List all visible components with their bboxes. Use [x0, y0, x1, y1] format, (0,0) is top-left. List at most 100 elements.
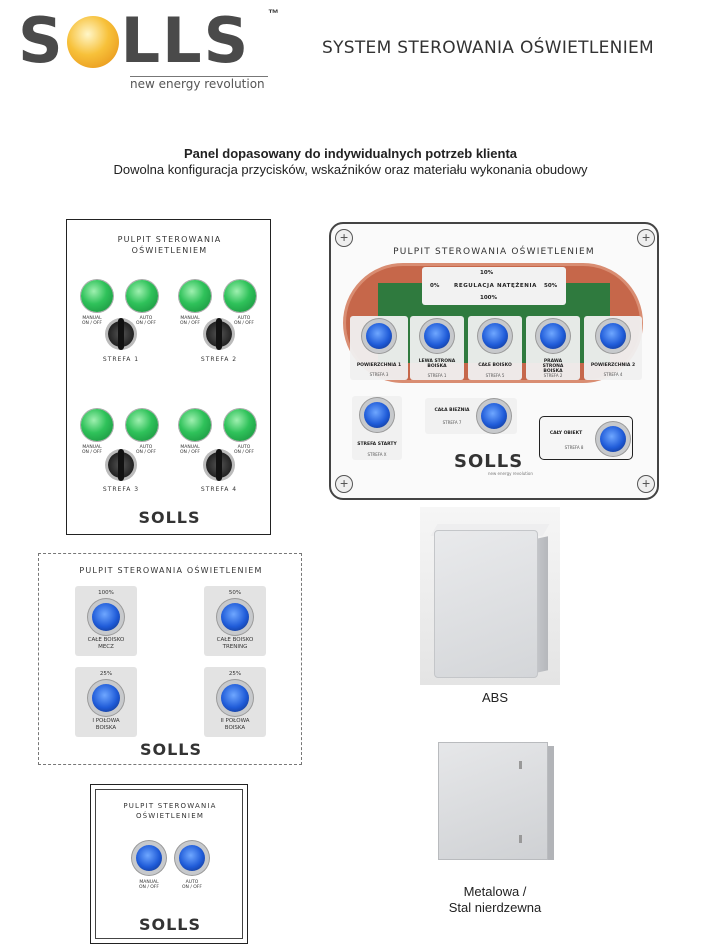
panel2-title: PULPIT STEROWANIA OŚWIETLENIEM — [393, 247, 595, 257]
tile-50[interactable]: 50% CAŁE BOISKO TRENING — [204, 586, 266, 656]
tile-zone: STREFA 7 — [442, 420, 462, 425]
auto-lamp-zone3[interactable] — [126, 409, 158, 441]
panel-intensity: PULPIT STEROWANIA OŚWIETLENIEM 100% CAŁE… — [38, 553, 302, 765]
regulation-100: 100% — [480, 295, 497, 301]
logo-divider — [130, 76, 268, 77]
tile-zone: STREFA 2 — [543, 373, 563, 378]
blue-button[interactable] — [424, 323, 450, 349]
regulation-label: REGULACJA NATĘŻENIA — [454, 283, 537, 289]
auto-label: AUTO ON / OFF — [233, 316, 254, 326]
blue-button[interactable] — [221, 603, 249, 631]
metal-enclosure — [438, 742, 548, 860]
auto-button[interactable] — [179, 845, 205, 871]
blue-button[interactable] — [600, 426, 626, 452]
tile-label: CAŁE BOISKO — [87, 637, 125, 643]
panel2-logo: SOLLS — [454, 451, 524, 472]
selector-knob-zone3[interactable] — [108, 449, 134, 481]
metal-enclosure-side — [546, 746, 554, 860]
regulation-50: 50% — [544, 283, 558, 289]
blue-button[interactable] — [92, 684, 120, 712]
screw-icon — [335, 229, 353, 247]
tile-caly-obiekt[interactable]: CAŁY OBIEKT STREFA 8 — [539, 416, 633, 460]
tile-label: CAŁA BIEŻNIA — [434, 408, 470, 413]
tile-label: POWIERZCHNIA 1 — [356, 363, 402, 368]
blue-button[interactable] — [600, 323, 626, 349]
tile-zone: STREFA X — [367, 452, 387, 457]
blue-button[interactable] — [482, 323, 508, 349]
tile-zone: STREFA 4 — [603, 372, 623, 377]
manual-label: MANUAL ON / OFF — [81, 445, 102, 455]
manual-lamp-zone1[interactable] — [81, 280, 113, 312]
manual-lamp-zone2[interactable] — [179, 280, 211, 312]
manual-label: MANUAL ON / OFF — [81, 316, 102, 326]
regulation-10: 10% — [480, 270, 494, 276]
tile-zone: STREFA 5 — [485, 373, 505, 378]
tile-label: CAŁY OBIEKT — [549, 431, 583, 436]
panel-four-zones: PULPIT STEROWANIA OŚWIETLENIEM MANUAL ON… — [66, 219, 271, 535]
manual-label: MANUAL ON / OFF — [138, 880, 159, 890]
auto-lamp-zone2[interactable] — [224, 280, 256, 312]
zone-label: STREFA 1 — [102, 356, 140, 363]
blue-button[interactable] — [364, 402, 390, 428]
tile-powierzchnia-1[interactable]: POWIERZCHNIA 1 STREFA 3 — [350, 316, 408, 380]
tile-level: 50% — [228, 590, 242, 596]
panel3-logo: SOLLS — [139, 740, 203, 759]
tile-zone: STREFA 3 — [369, 372, 389, 377]
regulation-0: 0% — [430, 283, 440, 289]
tile-level: 25% — [99, 671, 113, 677]
blue-button[interactable] — [221, 684, 249, 712]
abs-enclosure — [434, 530, 538, 678]
panel-single-zone: PULPIT STEROWANIA OŚWIETLENIEM MANUAL ON… — [90, 784, 248, 944]
panel1-logo: SOLLS — [138, 508, 201, 527]
tile-level: 25% — [228, 671, 242, 677]
blue-button[interactable] — [92, 603, 120, 631]
panel4-title-line1: PULPIT STEROWANIA — [123, 802, 217, 810]
tile-label: MECZ — [98, 644, 114, 650]
tile-cala-biezna[interactable]: CAŁA BIEŻNIA STREFA 7 — [425, 398, 517, 434]
manual-button[interactable] — [136, 845, 162, 871]
auto-label: AUTO ON / OFF — [135, 445, 156, 455]
tile-label: BOISKA — [95, 725, 117, 731]
panel3-title: PULPIT STEROWANIA OŚWIETLENIEM — [79, 566, 263, 575]
tile-zone: STREFA 8 — [564, 445, 584, 450]
auto-label: AUTO ON / OFF — [181, 880, 202, 890]
tile-lewa-strona[interactable]: LEWA STRONA BOISKA STREFA 1 — [410, 316, 464, 380]
manual-lamp-zone3[interactable] — [81, 409, 113, 441]
tile-25-first-half[interactable]: 25% I POŁOWA BOISKA — [75, 667, 137, 737]
intro-subline: Dowolna konfiguracja przycisków, wskaźni… — [113, 162, 588, 177]
tile-label: BOISKA — [224, 725, 246, 731]
tile-label: CAŁE BOISKO — [478, 363, 512, 368]
manual-label: MANUAL ON / OFF — [179, 445, 200, 455]
intro-headline: Panel dopasowany do indywidualnych potrz… — [184, 146, 517, 161]
tile-100[interactable]: 100% CAŁE BOISKO MECZ — [75, 586, 137, 656]
selector-knob-zone4[interactable] — [206, 449, 232, 481]
logo-letters-lls: LLS — [120, 4, 251, 77]
tile-powierzchnia-2[interactable]: POWIERZCHNIA 2 STREFA 4 — [584, 316, 642, 380]
blue-button[interactable] — [366, 323, 392, 349]
tile-prawa-strona[interactable]: PRAWA STRONA BOISKA STREFA 2 — [526, 316, 580, 380]
tile-label: II POŁOWA — [220, 718, 250, 724]
tile-label: I POŁOWA — [92, 718, 120, 724]
tile-25-second-half[interactable]: 25% II POŁOWA BOISKA — [204, 667, 266, 737]
selector-knob-zone1[interactable] — [108, 318, 134, 350]
tile-cale-boisko[interactable]: CAŁE BOISKO STREFA 5 — [468, 316, 522, 380]
hinge-icon — [519, 761, 522, 769]
panel4-logo: SOLLS — [138, 915, 202, 934]
auto-lamp-zone1[interactable] — [126, 280, 158, 312]
tile-strefa-starty[interactable]: STREFA STARTY STREFA X — [352, 396, 402, 460]
zone-label: STREFA 3 — [102, 486, 140, 493]
trademark: ™ — [268, 8, 279, 20]
screw-icon — [335, 475, 353, 493]
selector-knob-zone2[interactable] — [206, 318, 232, 350]
blue-button[interactable] — [540, 323, 566, 349]
tile-zone: STREFA 1 — [427, 373, 447, 378]
zone-label: STREFA 2 — [200, 356, 238, 363]
zone-label: STREFA 4 — [200, 486, 238, 493]
auto-lamp-zone4[interactable] — [224, 409, 256, 441]
tile-label: TRENING — [222, 644, 248, 650]
logo-sun-icon — [66, 16, 119, 68]
manual-lamp-zone4[interactable] — [179, 409, 211, 441]
hinge-icon — [519, 835, 522, 843]
blue-button[interactable] — [481, 403, 507, 429]
